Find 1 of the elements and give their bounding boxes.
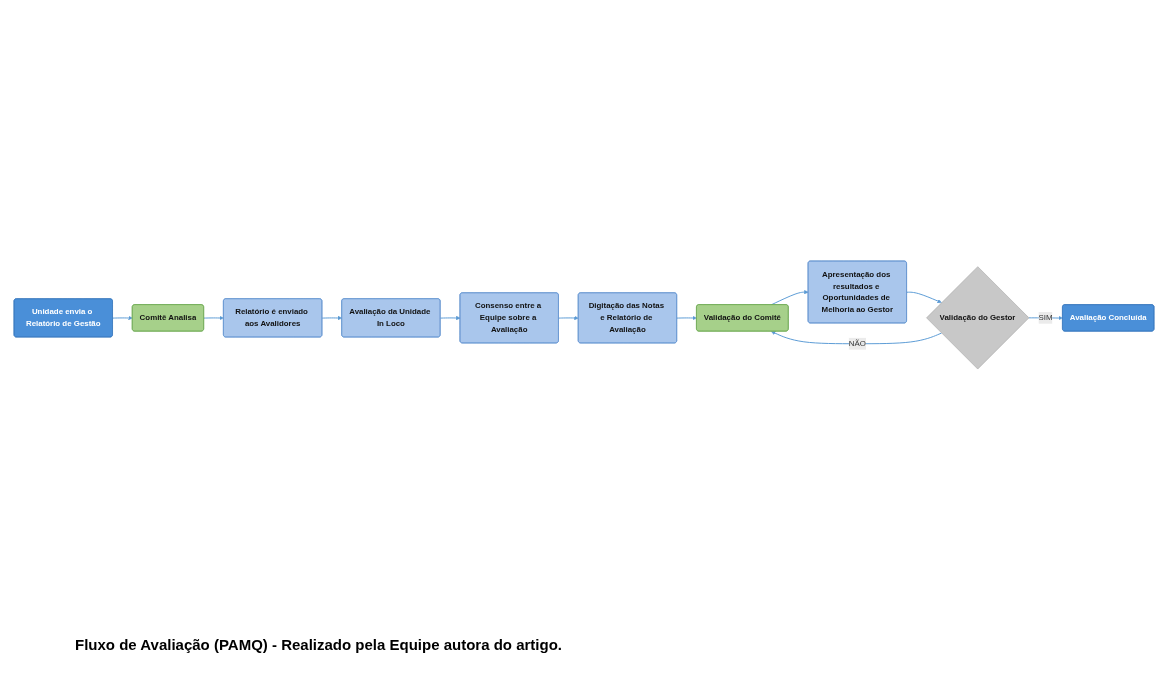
caption: Fluxo de Avaliação (PAMQ) - Realizado pela Equipe autora do artigo. (75, 636, 563, 653)
